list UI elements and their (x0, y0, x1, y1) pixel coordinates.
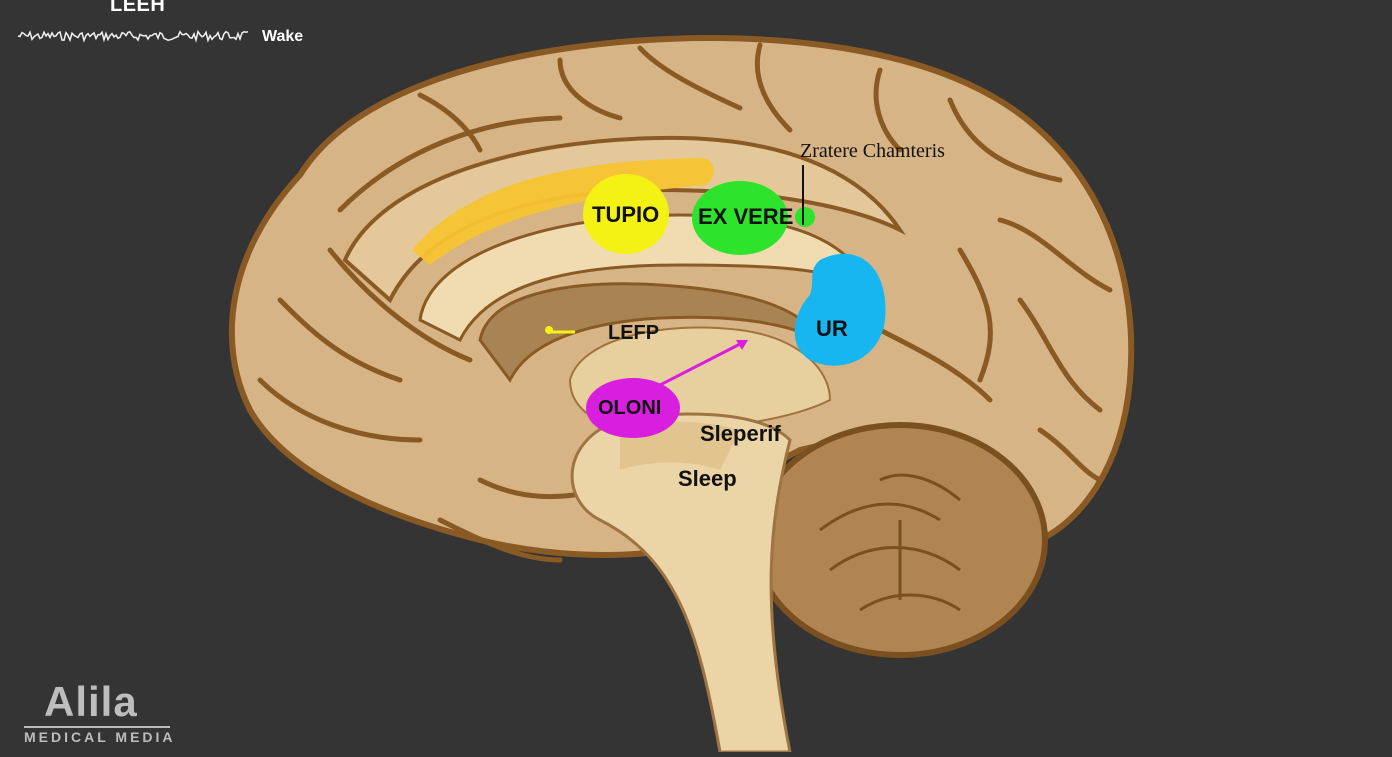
oloni-region (586, 378, 680, 438)
sulci (257, 42, 1113, 563)
brainstem (570, 412, 792, 754)
ur-region (794, 253, 886, 366)
wake-label: Wake (262, 28, 304, 45)
label-sleperif: Sleperif (700, 421, 781, 446)
label-sleep: Sleep (678, 466, 737, 491)
cerebellum (752, 422, 1048, 658)
label-zratere-chamteris: Zratere Chamteris (800, 140, 945, 162)
logo-subtitle: MEDICAL MEDIA (24, 729, 176, 745)
lefp-dot (545, 326, 553, 334)
oloni-arrow (659, 341, 743, 387)
label-lefp: LEFP (608, 322, 660, 344)
small-green-dot (795, 207, 815, 227)
logo-text: Alila (44, 678, 138, 725)
oloni-arrowhead (736, 340, 748, 350)
label-ex-vere: EX VERE (698, 204, 794, 229)
label-tupio: TUPIO (592, 202, 660, 227)
label-ur: UR (816, 316, 848, 341)
ex-vere-region (692, 181, 788, 255)
eeg-wave (17, 29, 249, 43)
logo-divider (24, 726, 170, 728)
tupio-region (583, 174, 669, 254)
header-title: LEEH (110, 0, 166, 16)
label-oloni: OLONI (598, 397, 662, 419)
